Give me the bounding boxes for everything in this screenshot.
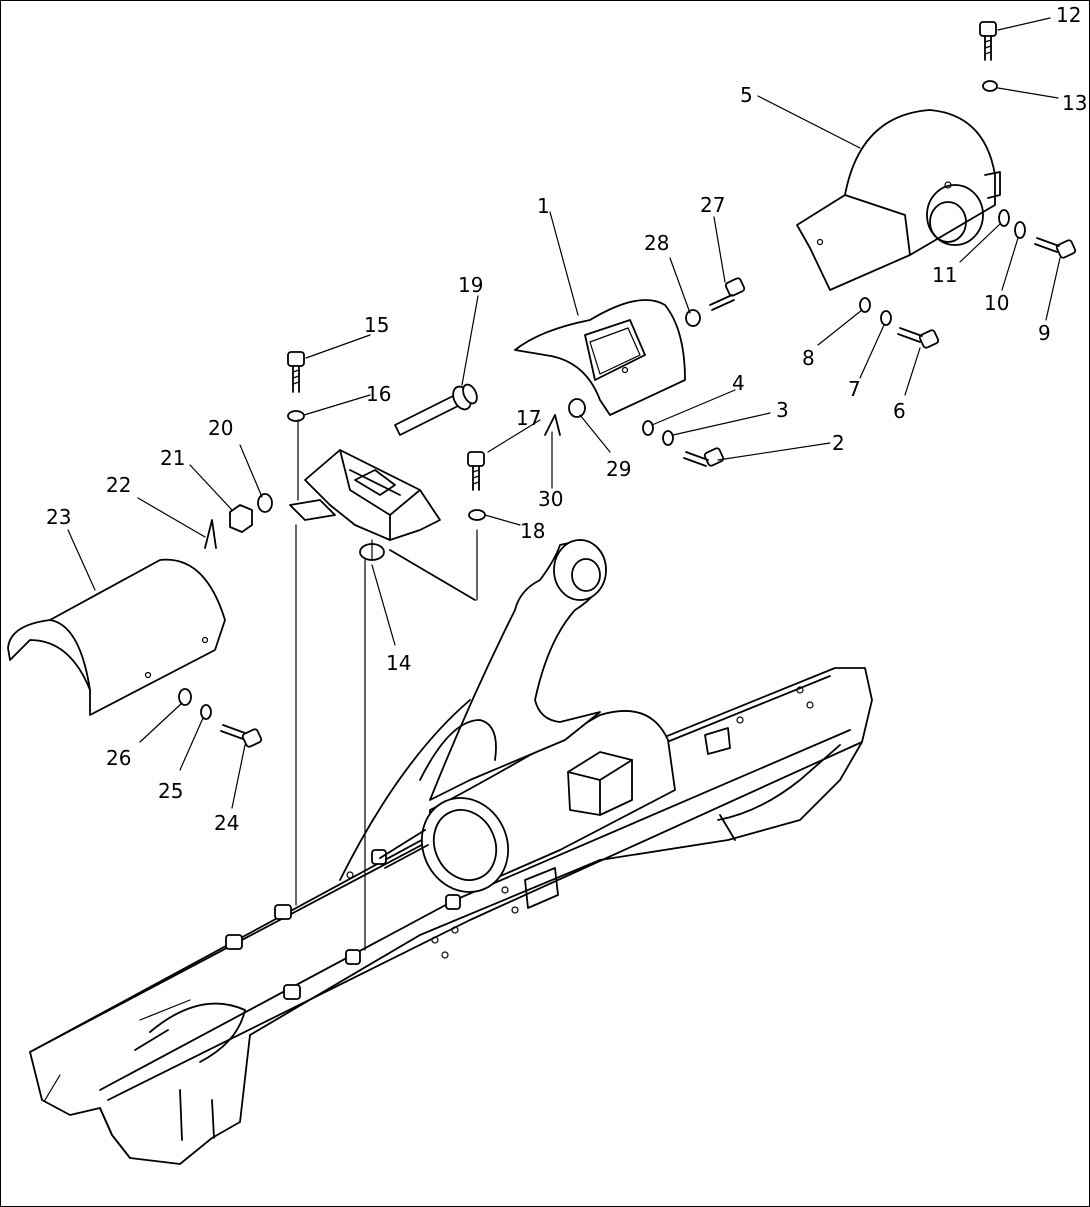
callout-30: 30 bbox=[538, 487, 563, 511]
frame-arm bbox=[339, 539, 607, 881]
callout-8: 8 bbox=[802, 346, 815, 370]
callout-labels: 1 2 3 4 5 6 7 8 9 10 11 12 13 14 15 16 1… bbox=[46, 3, 1087, 835]
guide-lines bbox=[295, 419, 478, 951]
callout-18: 18 bbox=[520, 519, 545, 543]
callout-29: 29 bbox=[606, 457, 631, 481]
callout-20: 20 bbox=[208, 416, 233, 440]
callout-24: 24 bbox=[214, 811, 239, 835]
callout-6: 6 bbox=[893, 399, 906, 423]
callout-16: 16 bbox=[366, 382, 391, 406]
callout-1: 1 bbox=[537, 194, 550, 218]
callout-11: 11 bbox=[932, 263, 957, 287]
callout-27: 27 bbox=[700, 193, 725, 217]
part-5-front-cover bbox=[796, 109, 1001, 291]
callout-23: 23 bbox=[46, 505, 71, 529]
callout-2: 2 bbox=[832, 431, 845, 455]
callout-28: 28 bbox=[644, 231, 669, 255]
callout-4: 4 bbox=[732, 371, 745, 395]
callout-14: 14 bbox=[386, 651, 411, 675]
callout-15: 15 bbox=[364, 313, 389, 337]
part-14-bracket bbox=[289, 449, 476, 601]
callout-10: 10 bbox=[984, 291, 1009, 315]
callout-9: 9 bbox=[1038, 321, 1051, 345]
callout-21: 21 bbox=[160, 446, 185, 470]
washers bbox=[178, 80, 1026, 720]
pivot-tube bbox=[379, 710, 676, 893]
track-frame bbox=[29, 667, 873, 1165]
track-frame-body bbox=[29, 667, 873, 1165]
callout-5: 5 bbox=[740, 83, 753, 107]
leader-lines bbox=[67, 17, 1061, 809]
part-1-middle-cover bbox=[514, 299, 686, 416]
callout-12: 12 bbox=[1056, 3, 1081, 27]
callout-22: 22 bbox=[106, 473, 131, 497]
callout-13: 13 bbox=[1062, 91, 1087, 115]
callout-26: 26 bbox=[106, 746, 131, 770]
part-23-rear-cover bbox=[7, 558, 226, 716]
callout-25: 25 bbox=[158, 779, 183, 803]
bolts bbox=[220, 21, 1077, 748]
callout-19: 19 bbox=[458, 273, 483, 297]
callout-7: 7 bbox=[848, 377, 861, 401]
callout-17: 17 bbox=[516, 406, 541, 430]
callout-3: 3 bbox=[776, 398, 789, 422]
